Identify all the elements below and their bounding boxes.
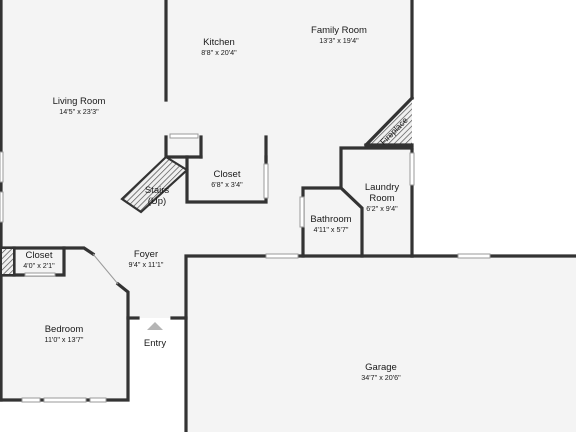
kitchen-dims: 8'8" x 20'4" (201, 48, 237, 57)
closet-shelf-hatch (2, 249, 13, 274)
window (457, 253, 491, 259)
window (0, 151, 4, 183)
foyer-name: Foyer (134, 249, 158, 260)
stairs (120, 155, 189, 214)
living-room-dims: 14'5" x 23'3" (59, 107, 99, 116)
closet-left-name: Closet (26, 250, 53, 261)
living-room-name: Living Room (53, 96, 106, 107)
garage-floor (186, 255, 576, 432)
window (21, 397, 41, 403)
stairs-label: Stairs (145, 185, 170, 196)
window (169, 133, 199, 139)
windows (0, 133, 491, 403)
family-room-name: Family Room (311, 25, 367, 36)
window (299, 196, 305, 228)
closet-center-name: Closet (214, 169, 241, 180)
entry-marker (147, 322, 163, 330)
window (43, 397, 87, 403)
window (89, 397, 107, 403)
laundry-name-line2: Room (369, 193, 394, 204)
garage-name: Garage (365, 362, 397, 373)
family-room-dims: 13'3" x 19'4" (319, 36, 359, 45)
door-line (92, 253, 119, 285)
window (0, 191, 4, 223)
stairs-treads (122, 157, 187, 212)
bathroom-name: Bathroom (310, 214, 351, 225)
laundry-dims: 6'2" x 9'4" (366, 204, 398, 213)
laundry-name-line1: Laundry (365, 182, 400, 193)
bedroom-name: Bedroom (45, 324, 84, 335)
closet-left-dims: 4'0" x 2'1" (23, 261, 55, 270)
window (409, 152, 415, 186)
window (265, 253, 299, 259)
entry-label: Entry (144, 338, 166, 349)
garage-dims: 34'7" x 20'6" (361, 373, 401, 382)
kitchen-name: Kitchen (203, 37, 235, 48)
stairs-up-label: (Up) (148, 196, 166, 207)
foyer-dims: 9'4" x 11'1" (129, 260, 164, 269)
main-floor (0, 0, 412, 400)
bathroom-dims: 4'11" x 5'7" (314, 225, 349, 234)
window (24, 272, 56, 277)
bedroom-dims: 11'0" x 13'7" (45, 335, 84, 344)
closet-center-dims: 6'8" x 3'4" (211, 180, 243, 189)
window (263, 163, 269, 199)
